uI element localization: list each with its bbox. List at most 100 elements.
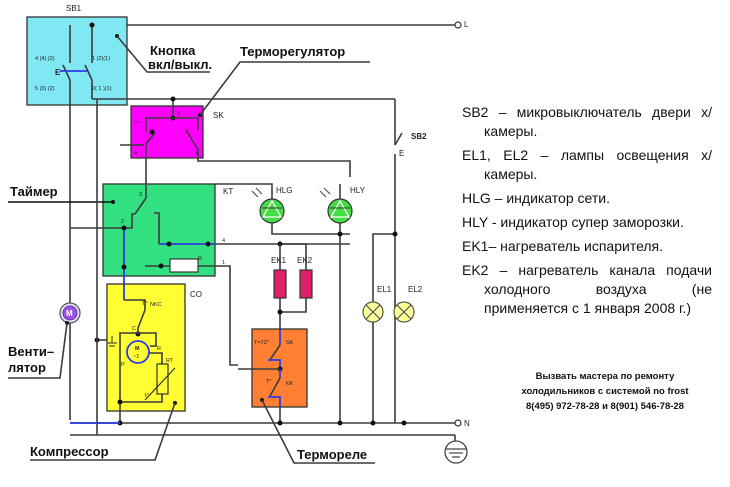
sb2-label: SB2	[411, 132, 427, 141]
junction-dot	[117, 399, 123, 405]
sb1-terminal-4: 4 (4) (2)	[35, 56, 55, 62]
junction-dot	[277, 420, 283, 426]
kt-contact	[134, 197, 147, 215]
co-motor	[126, 340, 150, 364]
hly-indicator	[319, 187, 353, 224]
thermorelay-contact-sk	[269, 344, 281, 361]
junction-dot	[337, 231, 343, 237]
co-terminal-nkc: NKC	[150, 302, 162, 308]
el2-lamp	[393, 301, 415, 323]
junction-dot	[170, 96, 176, 102]
el2-label: EL2	[408, 285, 423, 294]
sb1-box	[26, 16, 128, 106]
sb1-terminal-2: 2( 1 )(1)	[92, 86, 112, 92]
co-in-wire	[124, 299, 146, 310]
junction-dot	[277, 309, 283, 315]
co-bottom-wire	[120, 394, 163, 403]
sk-terminal-1: 1	[177, 111, 180, 117]
ek1-label: EK1	[271, 256, 287, 265]
co-rt-wire	[149, 352, 163, 364]
junction-dot	[205, 241, 211, 247]
co-label: CO	[190, 290, 202, 299]
legend-item-hlg: HLG – индикатор сети.	[462, 190, 610, 206]
co-motor-phase: ~1	[133, 354, 139, 360]
junction-dot	[121, 264, 127, 270]
fan-callout-line1: Венти–	[8, 344, 54, 359]
co-terminal-r: R	[157, 346, 161, 352]
sb2-contact	[394, 132, 403, 146]
co-ptc-resistor	[156, 363, 169, 395]
ground-icon	[444, 440, 468, 464]
compressor-callout: Компрессор	[30, 444, 109, 459]
button-callout-line	[116, 35, 210, 73]
co-terminal-p: P	[121, 362, 125, 368]
kt-contact-2	[154, 212, 160, 244]
legend: SB2 – микровыключатель двери х/камеры. E…	[462, 103, 712, 323]
thermorelay-callout: Термореле	[297, 447, 367, 462]
kt-terminal-3: 3	[139, 192, 142, 198]
sk-to-hly	[197, 148, 351, 177]
terminal-l-label: L	[464, 20, 469, 29]
thermorelay-blue-d	[268, 396, 281, 407]
terminal-n	[454, 419, 462, 427]
thermorelay-blue-b	[268, 359, 281, 369]
sb1-terminal-e: E	[55, 68, 61, 77]
fan-callout-line	[8, 322, 68, 379]
fan-motor-label: M	[66, 309, 73, 318]
junction-dot	[337, 420, 343, 426]
thermostat-callout-line	[199, 61, 370, 116]
sk-label: SK	[213, 111, 224, 120]
ek2-label: EK2	[297, 256, 313, 265]
legend-item-el: EL1, EL2 – лампы освещения х/камеры.	[462, 147, 712, 182]
sk-contact-b	[185, 129, 198, 149]
thermorelay-contact-kk	[269, 377, 281, 397]
sk-terminal-4: 4	[134, 151, 137, 157]
legend-item-ek2: EK2 – нагреватель канала подачи холодног…	[462, 262, 712, 316]
ad-line-2: холодильников с системой no frost	[521, 386, 689, 397]
thermorelay-terminal-t72: T=72°	[254, 340, 269, 346]
legend-item-hly: HLY - индикатор супер заморозки.	[462, 214, 684, 230]
co-motor-label: M	[135, 346, 140, 352]
thermorelay-callout-line	[261, 399, 375, 464]
hlg-label: HLG	[276, 186, 292, 195]
thermorelay-terminal-sk: SK	[286, 340, 294, 346]
co-terminal-tc: t°	[145, 393, 149, 399]
sb1-contact-2	[84, 64, 93, 81]
ad-phone: 8(495) 972-78-28 и 8(901) 546-78-28	[526, 401, 684, 412]
kt-resistor	[169, 258, 199, 273]
sk-internal	[145, 117, 199, 132]
ek2-top-wire	[280, 243, 307, 270]
hlg-indicator	[251, 187, 285, 224]
co-terminal-t: T°	[142, 301, 148, 307]
button-callout-line2: вкл/выкл.	[148, 57, 212, 72]
fan-motor: M	[59, 302, 81, 324]
co-motor-loop	[119, 332, 157, 358]
junction-dot	[166, 241, 172, 247]
co-terminal-rt: RT	[166, 358, 174, 364]
button-callout-line1: Кнопка	[150, 43, 196, 58]
co-terminal-c: C	[132, 326, 136, 332]
co-ptc-slash	[144, 367, 176, 401]
junction-dot	[121, 225, 127, 231]
ek2-bottom-wire	[280, 298, 307, 313]
timer-callout: Таймер	[10, 184, 58, 199]
sb1-terminal-5: 5 (3) (2)	[35, 86, 55, 92]
terminal-n-label: N	[464, 419, 470, 428]
hly-label: HLY	[350, 186, 366, 195]
kt-terminal-r: R	[198, 256, 202, 262]
kt-label: KT	[223, 187, 233, 196]
sk-terminal-t: T°	[134, 121, 140, 127]
el1-label: EL1	[377, 285, 392, 294]
legend-item-ek1: EK1– нагреватель испарителя.	[462, 238, 664, 254]
service-ad: Вызвать мастера по ремонту холодильников…	[475, 369, 730, 414]
junction-dot	[89, 22, 95, 28]
junction-dot	[370, 420, 376, 426]
chassis-ground-icon	[107, 336, 117, 347]
sk-box	[130, 105, 204, 159]
el1-wire	[372, 233, 395, 423]
thermorelay-terminal-kk: KK	[286, 381, 294, 387]
sb1-contact-1	[62, 64, 71, 81]
junction-dot	[158, 263, 164, 269]
ek1-heater	[273, 269, 287, 299]
